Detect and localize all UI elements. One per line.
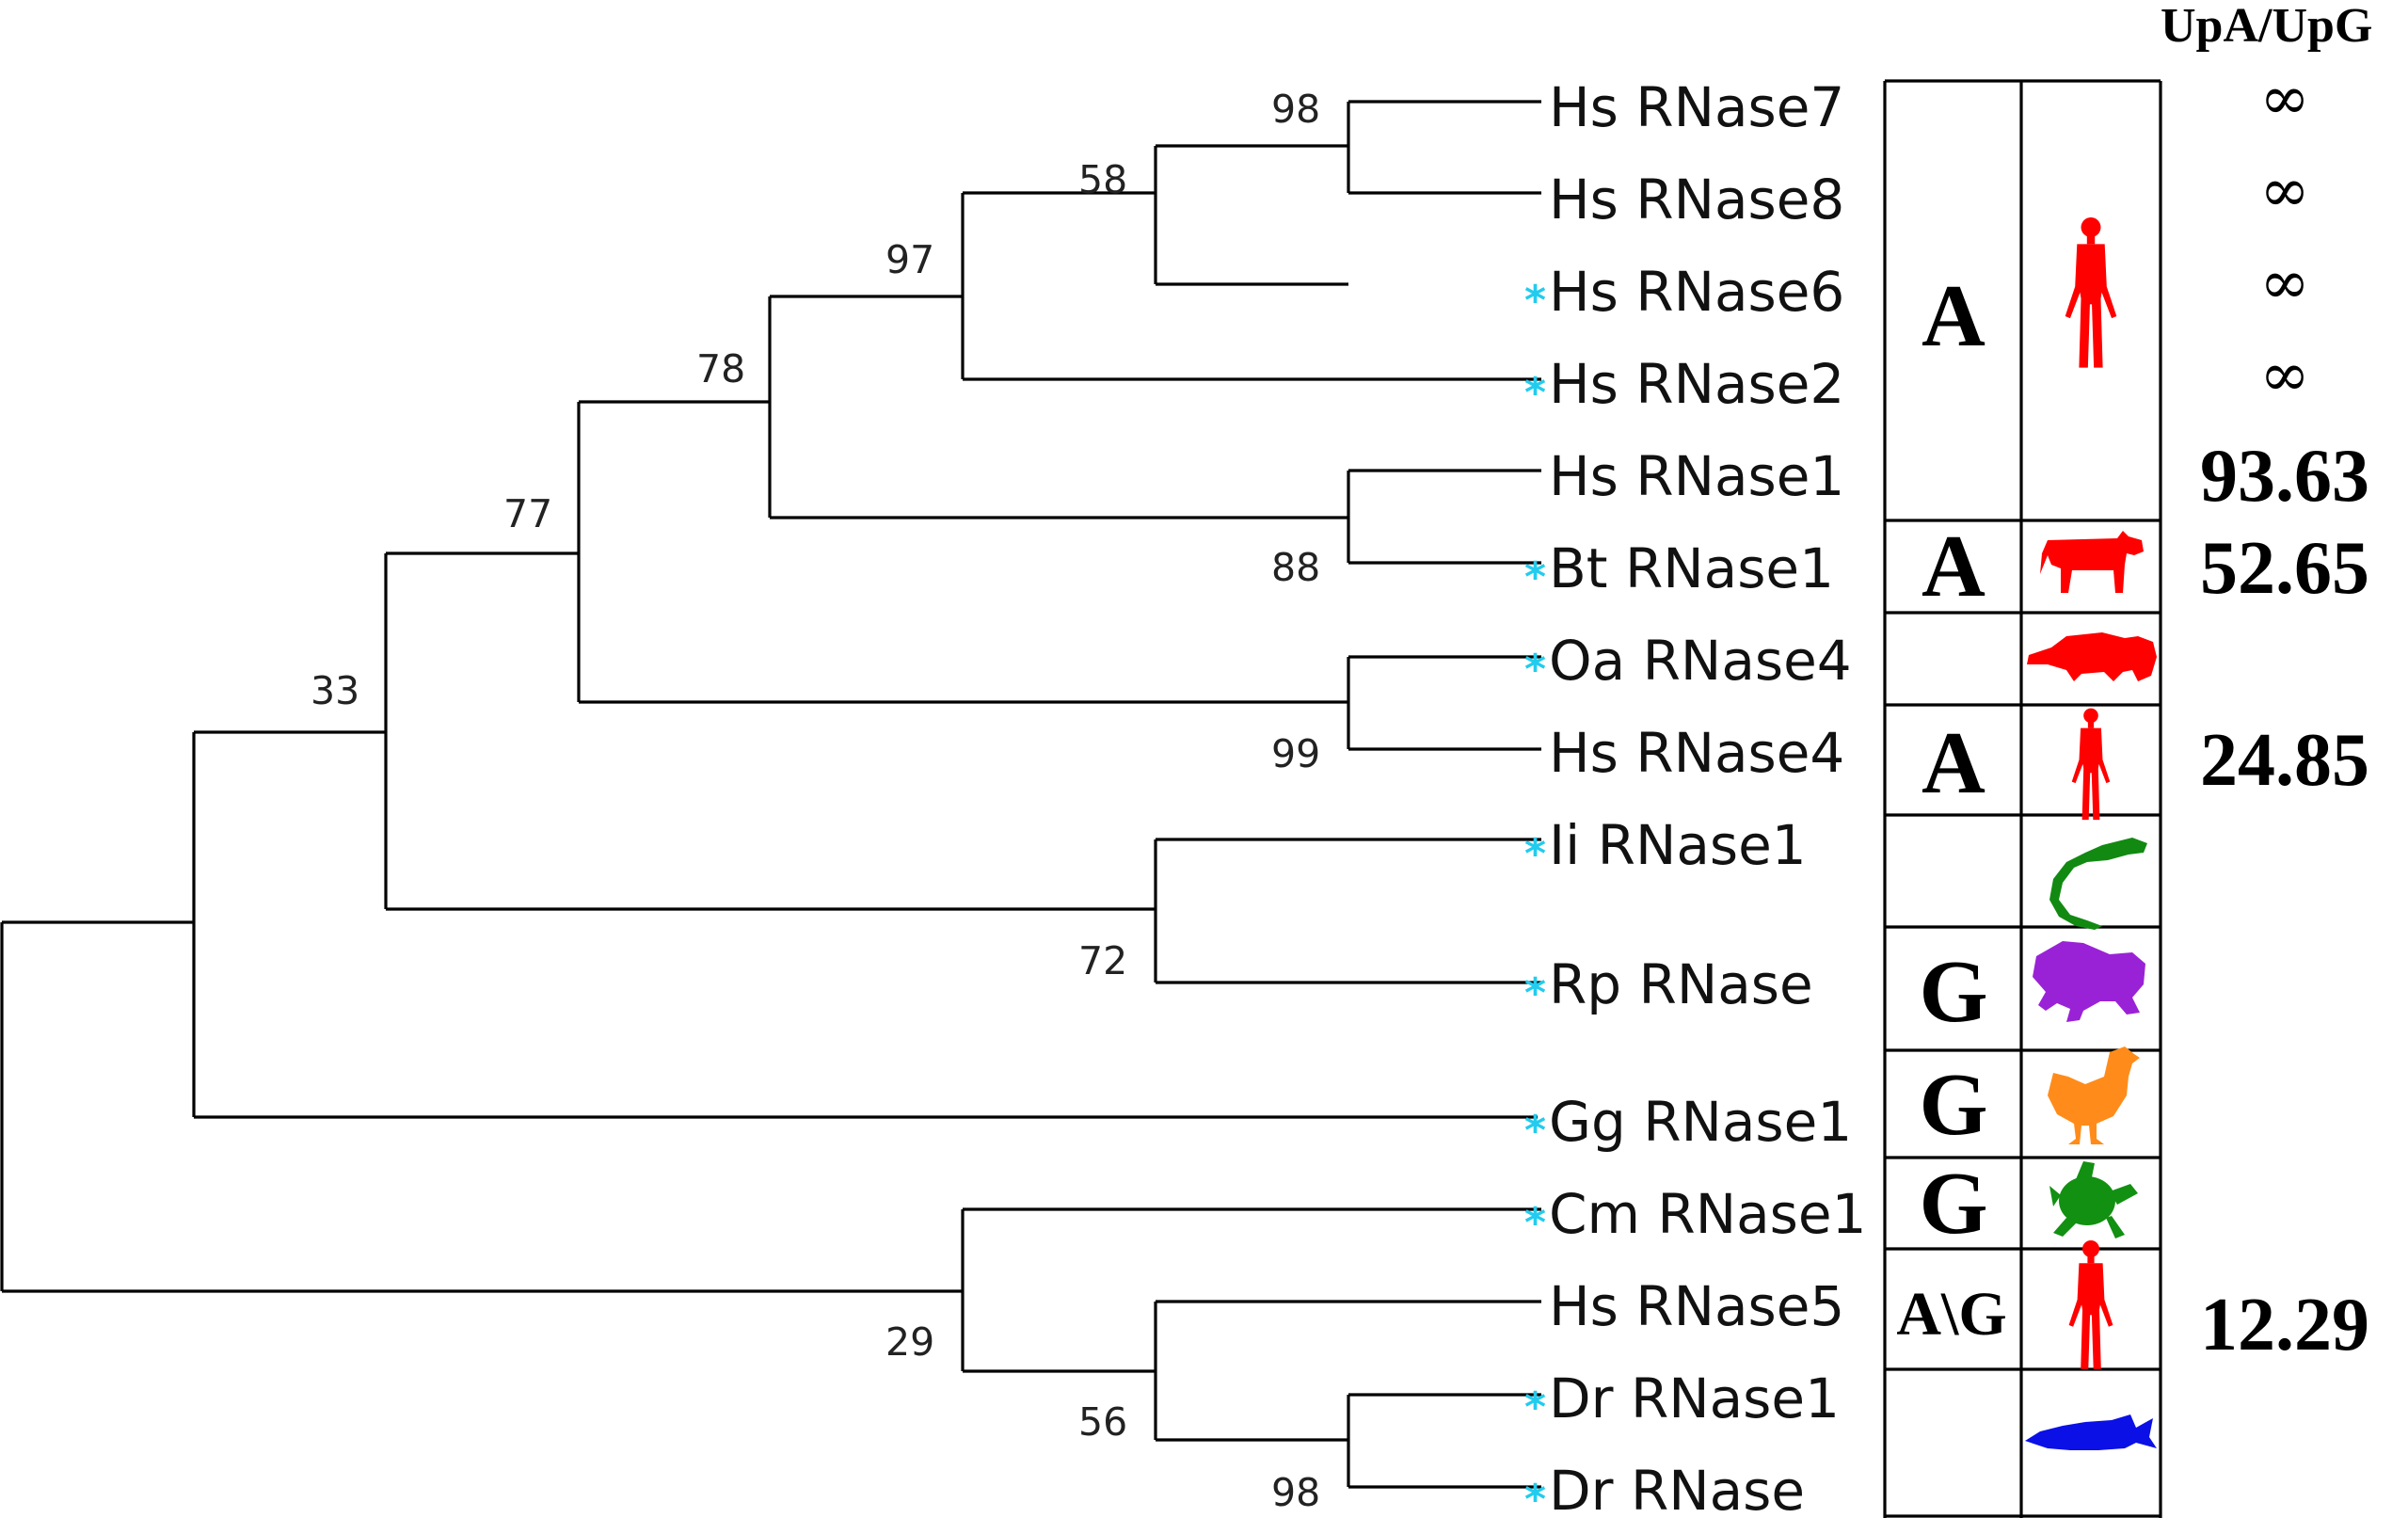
- nucleotide-label: A: [1922, 714, 1985, 812]
- star-marker: *: [1524, 553, 1546, 601]
- ratio-value: 93.63: [2200, 435, 2369, 518]
- leaf-labels: * * * * * * * * * * Hs RNase7 Hs RNase8 …: [1524, 75, 1866, 1518]
- ratio-value: 12.29: [2200, 1284, 2369, 1366]
- star-marker: *: [1524, 1107, 1546, 1155]
- human-icon: [2065, 217, 2117, 368]
- leaf-label: Hs RNase5: [1549, 1274, 1844, 1338]
- tree-branches: [0, 100, 1541, 1489]
- leaf-label: Hs RNase2: [1549, 352, 1844, 416]
- star-marker: *: [1524, 1383, 1546, 1431]
- star-marker: *: [1524, 1199, 1546, 1247]
- support-value: 78: [696, 346, 745, 391]
- support-value: 56: [1078, 1399, 1127, 1445]
- leaf-label: Dr RNase: [1549, 1459, 1805, 1518]
- nucleotide-label: G: [1919, 1155, 1987, 1253]
- star-marker: *: [1524, 646, 1546, 694]
- leaf-label: Oa RNase4: [1549, 629, 1852, 693]
- iguana-icon: [2049, 838, 2147, 930]
- support-value: 58: [1078, 157, 1127, 202]
- support-value: 88: [1271, 545, 1320, 590]
- support-value: 29: [885, 1319, 934, 1365]
- leaf-label: Cm RNase1: [1549, 1182, 1866, 1246]
- frog-icon: [2033, 941, 2145, 1022]
- annotation-table: A A A G G G A\G: [1883, 79, 2162, 1518]
- fish-icon: [2025, 1414, 2157, 1450]
- nucleotide-label: G: [1919, 1056, 1987, 1154]
- ratio-value: ∞: [2259, 248, 2309, 318]
- support-value: 99: [1271, 731, 1320, 776]
- nucleotide-label: A: [1922, 267, 1985, 365]
- ratio-value: 52.65: [2200, 527, 2369, 610]
- human-icon: [2071, 708, 2111, 821]
- nucleotide-label: A: [1922, 518, 1985, 615]
- leaf-label: Bt RNase1: [1549, 536, 1834, 600]
- leaf-label: Hs RNase1: [1549, 444, 1844, 508]
- star-marker: *: [1524, 369, 1546, 417]
- ratio-value: 24.85: [2200, 719, 2369, 802]
- star-marker: *: [1524, 1476, 1546, 1518]
- nucleotide-label: A\G: [1896, 1280, 2006, 1349]
- leaf-label: Hs RNase6: [1549, 260, 1844, 324]
- chicken-icon: [2048, 1047, 2140, 1144]
- support-value: 33: [311, 668, 359, 713]
- bootstrap-values: 98 58 97 78 88 77 99 33 72 29 56 98: [311, 87, 1320, 1515]
- leaf-label: Rp RNase: [1549, 952, 1813, 1016]
- ratio-column-header: UpA/UpG: [2161, 0, 2372, 53]
- leaf-label: Gg RNase1: [1549, 1090, 1852, 1154]
- star-marker: *: [1524, 830, 1546, 878]
- support-value: 77: [503, 491, 552, 536]
- leaf-label: Hs RNase4: [1549, 721, 1844, 785]
- star-marker: *: [1524, 277, 1546, 325]
- cow-icon: [2040, 531, 2144, 593]
- leaf-label: Dr RNase1: [1549, 1366, 1840, 1430]
- leaf-label: Hs RNase8: [1549, 168, 1844, 232]
- support-value: 98: [1271, 87, 1320, 132]
- ratio-values: ∞ ∞ ∞ ∞ 93.63 52.65 24.85 12.29: [2200, 64, 2369, 1366]
- leaf-label: Ii RNase1: [1549, 813, 1807, 877]
- support-value: 97: [885, 237, 934, 282]
- ratio-value: ∞: [2259, 156, 2309, 226]
- support-value: 98: [1271, 1470, 1320, 1515]
- leaf-label: Hs RNase7: [1549, 75, 1844, 139]
- nucleotide-label: G: [1919, 943, 1987, 1041]
- support-value: 72: [1078, 938, 1127, 983]
- ratio-value: ∞: [2259, 64, 2309, 134]
- turtle-icon: [2049, 1161, 2138, 1238]
- human-icon: [2068, 1240, 2113, 1369]
- platypus-icon: [2027, 632, 2157, 681]
- ratio-value: ∞: [2259, 341, 2309, 410]
- star-marker: *: [1524, 969, 1546, 1017]
